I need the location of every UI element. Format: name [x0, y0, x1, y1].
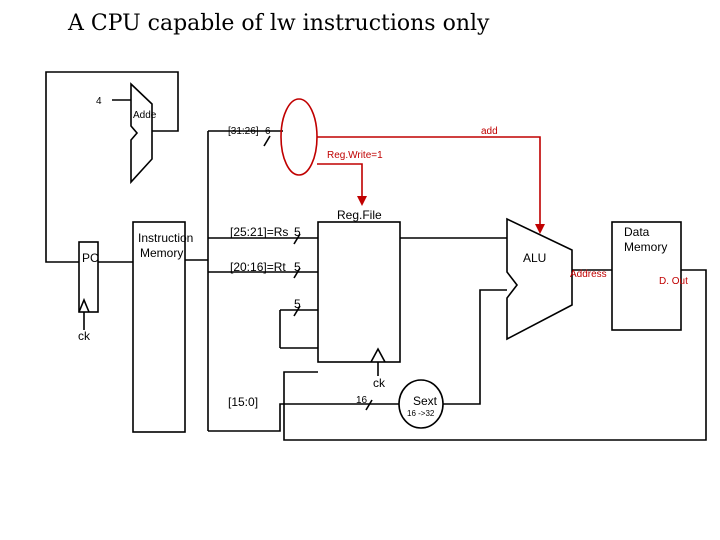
rs-slash [293, 233, 301, 245]
dmem-label-line2: Memory [624, 240, 667, 254]
register-file [317, 221, 401, 363]
adder [130, 82, 153, 185]
rt-label: [20:16]=Rt [230, 260, 286, 274]
pc-label: PC [82, 251, 99, 265]
alu [506, 217, 573, 341]
rf-clock-label: ck [373, 376, 386, 390]
control-unit [280, 98, 318, 176]
opcode-label: [31:26] [228, 126, 259, 137]
regfile-label: Reg.File [337, 208, 382, 222]
pc-to-adder-wire [45, 71, 179, 263]
alu-control-wire [317, 136, 541, 228]
imm-width-label: 16 [356, 395, 368, 406]
dmem-label-line1: Data [624, 225, 650, 239]
pc-clock-icon [78, 297, 90, 313]
rt-slash [293, 267, 301, 279]
sext-sub-label: 16 ->32 [407, 409, 435, 418]
sign-extend-unit [398, 379, 444, 429]
page-title: A CPU capable of lw instructions only [67, 11, 490, 36]
imm-slash [365, 399, 373, 411]
address-label: Address [570, 269, 607, 280]
imem-label-line2: Memory [140, 246, 183, 260]
opcode-slash [263, 135, 271, 147]
rd-width-label: 5 [294, 297, 301, 311]
alu-control-arrow [535, 224, 545, 234]
opcode-width-label: 6 [265, 126, 271, 137]
data-memory [611, 221, 682, 331]
sext-label: Sext [413, 394, 438, 408]
regwrite-label: Reg.Write=1 [327, 150, 383, 161]
rd-slash [293, 305, 301, 317]
adder-label: Adde [133, 110, 157, 121]
imm-label: [15:0] [228, 395, 258, 409]
imm-wire [208, 403, 400, 432]
imem-label-line1: Instruction [138, 231, 193, 245]
const-four-label: 4 [96, 96, 102, 107]
rt-width-label: 5 [294, 260, 301, 274]
instruction-memory [132, 221, 186, 433]
regwrite-arrow [357, 196, 367, 206]
alu-label: ALU [523, 251, 546, 265]
dout-label: D. Out [659, 276, 688, 287]
sext-to-alu-wire [443, 289, 507, 405]
add-control-label: add [481, 126, 498, 137]
rs-label: [25:21]=Rs [230, 225, 288, 239]
regwrite-wire [317, 163, 363, 200]
rf-clock-icon [370, 347, 386, 363]
rs-width-label: 5 [294, 225, 301, 239]
pc-clock-label: ck [78, 329, 91, 343]
writeback-wire [283, 269, 707, 441]
